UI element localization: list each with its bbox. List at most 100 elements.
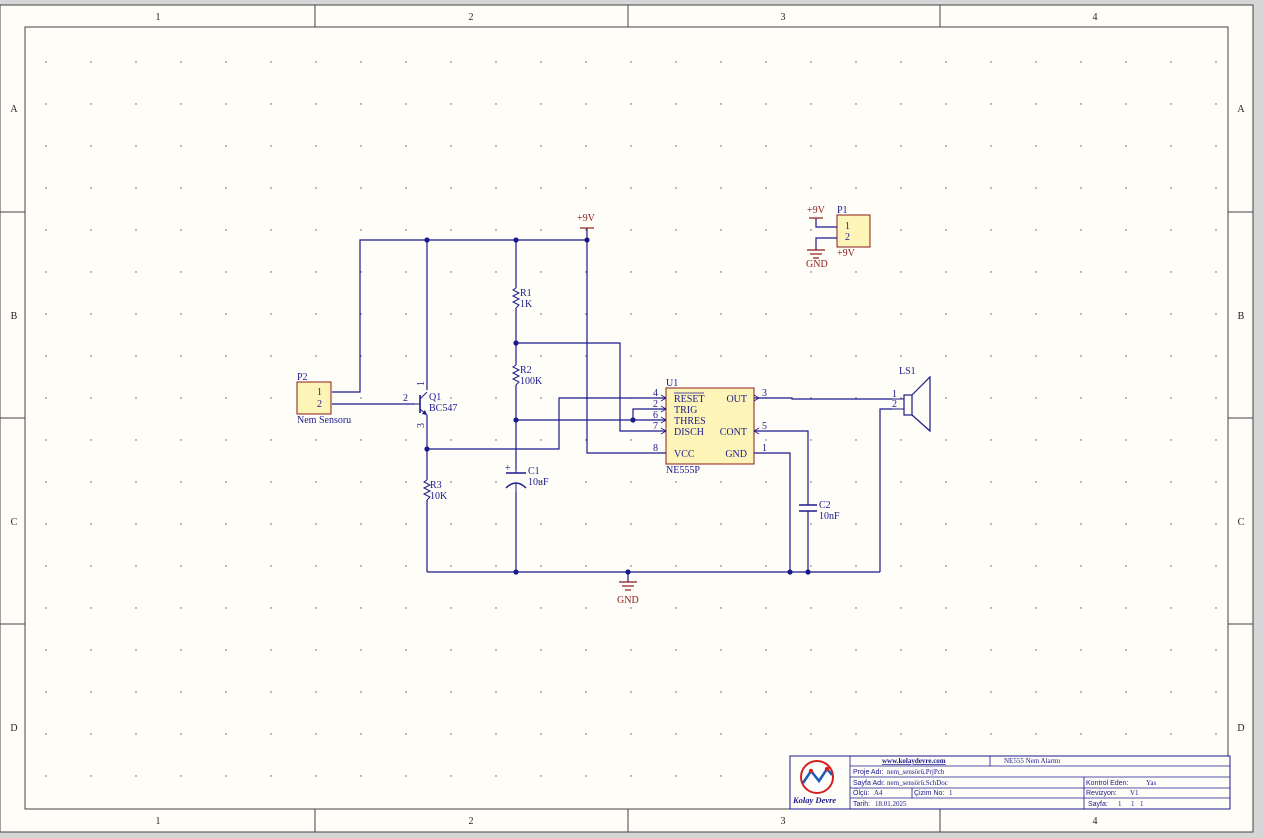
zone-col-top-4: 4: [1093, 12, 1098, 23]
p1-pin2: 2: [845, 232, 850, 243]
u1-pin-num-3: 3: [762, 388, 767, 399]
u1-pin-arrow-2: [660, 405, 667, 413]
u1-pin-name-out: OUT: [726, 394, 747, 405]
tb-date-label: Tarih:: [853, 801, 870, 808]
zone-row-left-a: A: [10, 104, 18, 115]
p1-gnd-label: GND: [806, 259, 828, 270]
tb-revision-value: V1: [1130, 789, 1139, 797]
connector-p1[interactable]: 1 2: [836, 214, 871, 248]
zone-col-top-2: 2: [469, 12, 474, 23]
p1-gnd-symbol: [807, 249, 825, 259]
p1-net: +9V: [837, 248, 856, 259]
p2-pin1: 1: [317, 387, 322, 398]
q1-pin2: 2: [403, 393, 408, 404]
tb-project-label: Proje Adı:: [853, 769, 883, 776]
u1-pin-name-gnd: GND: [725, 449, 747, 460]
u1-pin-name-vcc: VCC: [674, 449, 695, 460]
resistor-r1[interactable]: [511, 287, 521, 309]
zone-col-bottom-3: 3: [781, 816, 786, 827]
ls1-ref: LS1: [899, 366, 916, 377]
u1-pin-num-1: 1: [762, 443, 767, 454]
p2-pin2: 2: [317, 399, 322, 410]
u1-ref: U1: [666, 378, 678, 389]
transistor-q1[interactable]: [415, 391, 428, 416]
connector-p2[interactable]: 1 2: [296, 381, 332, 415]
c1-plus-icon: +: [505, 463, 511, 474]
drawing-area: [24, 26, 1229, 810]
gnd-label: GND: [617, 595, 639, 606]
u1-pin-arrow-3: [753, 394, 760, 402]
gnd-port: [619, 581, 637, 591]
zone-row-right-a: A: [1237, 104, 1245, 115]
kolay-devre-logo: Kolay Devre: [792, 760, 836, 805]
tb-project-value: nem_sensörü.PrjPcb: [887, 768, 945, 776]
speaker-ls1[interactable]: [892, 375, 931, 433]
tb-page-of: 1: [1131, 800, 1135, 808]
zone-col-bottom-2: 2: [469, 816, 474, 827]
u1-pin-name-thres: THRES: [674, 416, 706, 427]
r2-ref: R2: [520, 365, 532, 376]
r2-value: 100K: [520, 376, 543, 387]
u1-pin-num-8: 8: [653, 443, 658, 454]
p2-ref: P2: [297, 372, 308, 383]
resistor-r3[interactable]: [422, 479, 432, 501]
zone-row-right-c: C: [1238, 517, 1245, 528]
u1-pin-arrow-4: [660, 394, 667, 402]
capacitor-c1[interactable]: +: [505, 463, 527, 492]
u1-pin-name-cont: CONT: [720, 427, 747, 438]
p2-value: Nem Sensoru: [297, 415, 351, 426]
zone-col-top-1: 1: [156, 12, 161, 23]
tb-drawing-label: Çizim No:: [914, 790, 944, 797]
c2-value: 10nF: [819, 511, 840, 522]
title-block: Kolay Devre www.kolaydevre.com NE555 Nem…: [789, 755, 1231, 810]
tb-date-value: 18.01.2025: [875, 800, 907, 808]
zone-row-left-c: C: [11, 517, 18, 528]
ls1-pin1: 1: [892, 389, 897, 400]
resistor-r2[interactable]: [511, 364, 521, 386]
tb-title: NE555 Nem Alarmı: [1004, 757, 1060, 765]
r3-ref: R3: [430, 480, 442, 491]
u1-pin-num-6: 6: [653, 410, 658, 421]
p1-pin1: 1: [845, 221, 850, 232]
zone-row-right-d: D: [1237, 723, 1244, 734]
logo-text: Kolay Devre: [792, 795, 836, 805]
tb-website: www.kolaydevre.com: [882, 757, 946, 765]
tb-page-value: 1: [1118, 800, 1122, 808]
zone-col-bottom-1: 1: [156, 816, 161, 827]
tb-page-total: 1: [1140, 800, 1144, 808]
u1-value: NE555P: [666, 465, 700, 476]
u1-pin-arrow-5: [753, 427, 760, 435]
c1-ref: C1: [528, 466, 540, 477]
u1-pin-name-trig: TRIG: [674, 405, 697, 416]
vcc-label: +9V: [577, 213, 596, 224]
r1-ref: R1: [520, 288, 532, 299]
vcc-port: +9V: [577, 213, 596, 229]
u1-pin-arrow-7: [660, 427, 667, 435]
p1-vcc-label: +9V: [807, 205, 826, 216]
tb-sheet-value: nem_sensörü.SchDoc: [887, 779, 948, 787]
u1-pin-num-2: 2: [653, 399, 658, 410]
tb-sheet-label: Sayfa Adı:: [853, 780, 885, 787]
u1-pin-num-4: 4: [653, 388, 658, 399]
c2-ref: C2: [819, 500, 831, 511]
p1-wires: [815, 218, 837, 250]
zone-col-bottom-4: 4: [1093, 816, 1098, 827]
p1-ref: P1: [837, 205, 848, 216]
tb-page-label: Sayfa:: [1088, 801, 1108, 808]
u1-pin-name-reset: RESET: [674, 394, 705, 405]
q1-ref: Q1: [429, 392, 441, 403]
zone-row-left-d: D: [10, 723, 17, 734]
capacitor-c2[interactable]: [799, 504, 817, 512]
dot-grid: [45, 61, 1217, 777]
q1-pin3: 3: [416, 423, 427, 428]
ls1-pin2: 2: [892, 399, 897, 410]
zone-col-top-3: 3: [781, 12, 786, 23]
tb-drawing-value: 1: [949, 789, 953, 797]
tb-checked-label: Kontrol Eden:: [1086, 780, 1128, 787]
u1-pin-num-7: 7: [653, 421, 658, 432]
tb-revision-label: Revizyon:: [1086, 790, 1117, 797]
junctions: [424, 237, 811, 575]
r3-value: 10K: [430, 491, 448, 502]
